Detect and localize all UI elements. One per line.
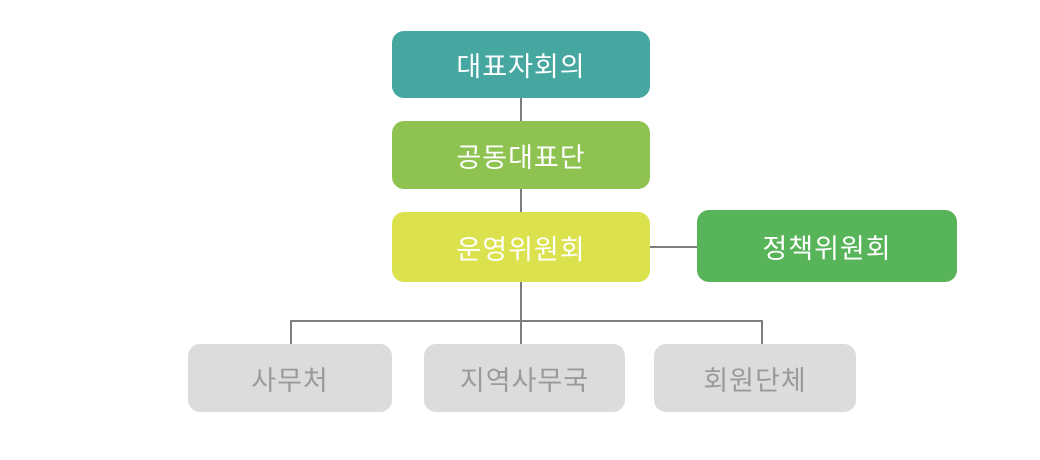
org-node-steering-committee: 운영위원회 (392, 212, 650, 282)
connector-horizontal-bus (290, 320, 763, 322)
org-node-joint-representatives: 공동대표단 (392, 121, 650, 189)
connector-representatives-joint (520, 98, 522, 121)
org-node-representatives-council: 대표자회의 (392, 31, 650, 98)
connector-steering-policy (650, 246, 697, 248)
org-node-secretariat: 사무처 (188, 344, 392, 412)
connector-steering-downstem (520, 282, 522, 345)
connector-joint-steering (520, 189, 522, 212)
org-node-regional-offices: 지역사무국 (424, 344, 625, 412)
connector-bus-secretariat (290, 322, 292, 345)
org-node-policy-committee: 정책위원회 (697, 210, 957, 282)
connector-bus-members (761, 322, 763, 345)
org-node-member-organizations: 회원단체 (654, 344, 856, 412)
